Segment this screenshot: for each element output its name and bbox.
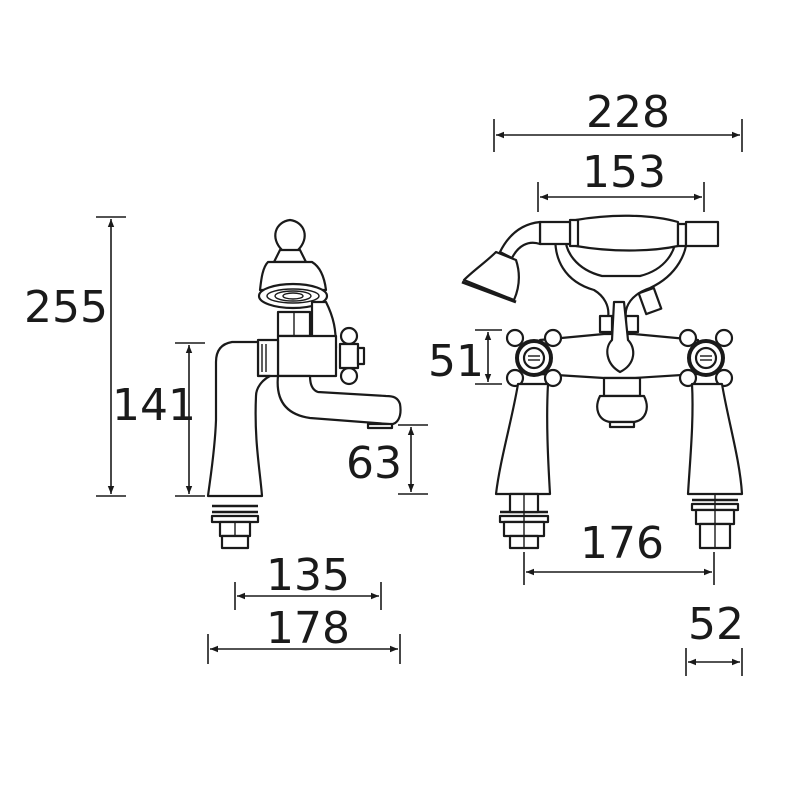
handset-cradle xyxy=(554,228,688,320)
diverter-lever xyxy=(606,300,635,374)
handset-handle xyxy=(574,214,680,252)
dim-spout-projection: 135 xyxy=(266,550,350,601)
dim-handset-width: 153 xyxy=(582,147,666,198)
dimensions: 255 141 63 135 178 228 153 xyxy=(24,87,744,676)
front-view xyxy=(461,214,744,550)
dim-tap-centres: 176 xyxy=(580,518,664,569)
side-view xyxy=(206,218,402,550)
right-leg xyxy=(686,382,744,496)
dim-overall-depth: 178 xyxy=(266,603,350,654)
dim-leg-width: 52 xyxy=(688,599,744,650)
cold-tap-handle xyxy=(678,328,734,388)
hot-tap-handle xyxy=(505,328,563,388)
dim-overall-height: 255 xyxy=(24,282,108,333)
spout xyxy=(276,374,402,426)
spout-outlet xyxy=(596,394,648,424)
dim-spout-clearance: 63 xyxy=(346,438,402,489)
dim-handle-height: 51 xyxy=(428,336,484,387)
left-leg xyxy=(494,382,552,496)
hook-icon xyxy=(274,218,306,251)
dim-overall-width: 228 xyxy=(586,87,670,138)
dim-body-height: 141 xyxy=(112,380,196,431)
shower-head xyxy=(258,260,328,292)
tap-leg xyxy=(206,340,272,498)
